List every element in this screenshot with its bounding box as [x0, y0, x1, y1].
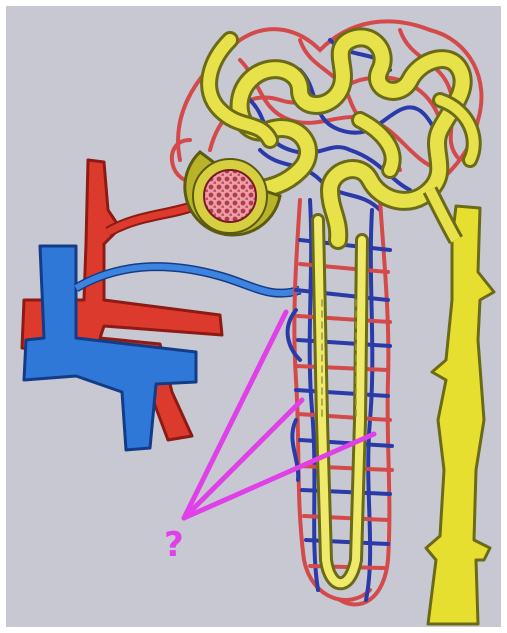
- glomerulus: [204, 170, 256, 222]
- question-mark-label: ?: [164, 525, 184, 565]
